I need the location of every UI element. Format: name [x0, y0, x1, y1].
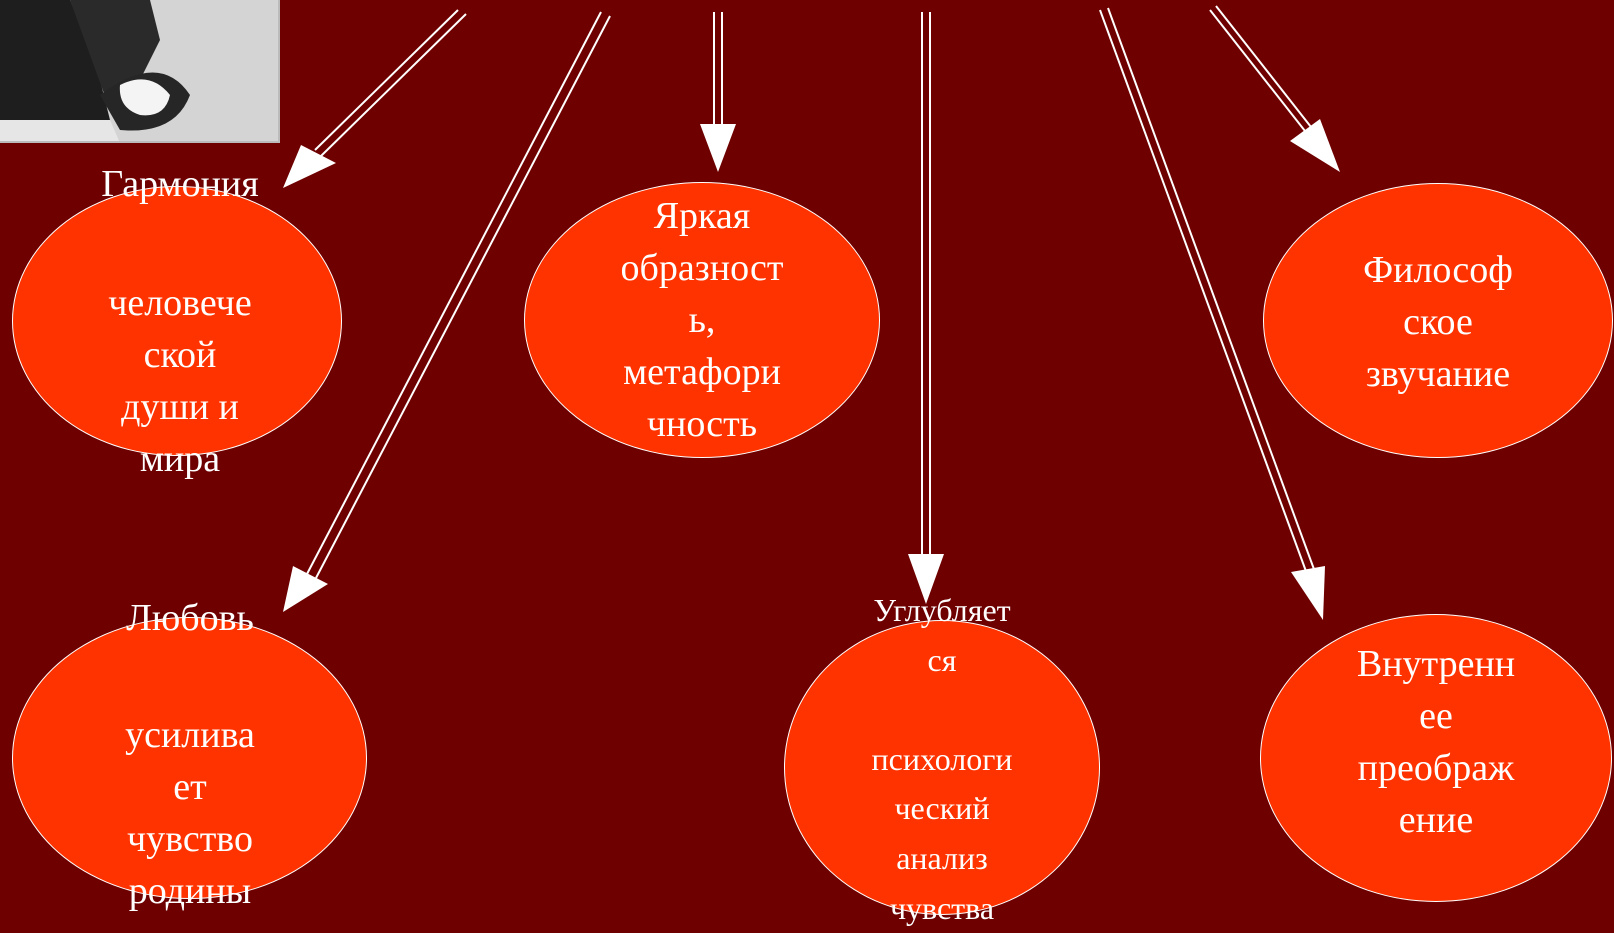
node-philosophy-text: Философ ское звучание [1363, 249, 1513, 396]
arrow-to-harmony [283, 9, 467, 188]
node-imagery-text: Яркая образност ь, метафори чность [620, 195, 784, 446]
node-harmony-title: Гармония [101, 163, 259, 205]
node-transformation-text: Внутренн ее преображ ение [1356, 643, 1516, 842]
portrait-photo [0, 0, 280, 143]
node-psychology [784, 620, 1100, 915]
node-psychology-text: Углубляет ся психологи ческий анализ чув… [871, 592, 1013, 926]
node-love-title: Любовь [126, 597, 254, 639]
arrow-to-psychology [908, 12, 944, 604]
portrait-photo-icon [0, 0, 278, 141]
arrow-to-imagery [700, 12, 736, 172]
node-love [12, 617, 367, 899]
node-harmony-text: человече ской души и мира [108, 282, 252, 481]
node-love-text: усилива ет чувство родины [125, 714, 255, 913]
arrow-to-philosophy [1209, 5, 1340, 172]
node-philosophy [1263, 183, 1613, 458]
node-transformation [1260, 614, 1612, 902]
node-harmony [12, 186, 342, 456]
